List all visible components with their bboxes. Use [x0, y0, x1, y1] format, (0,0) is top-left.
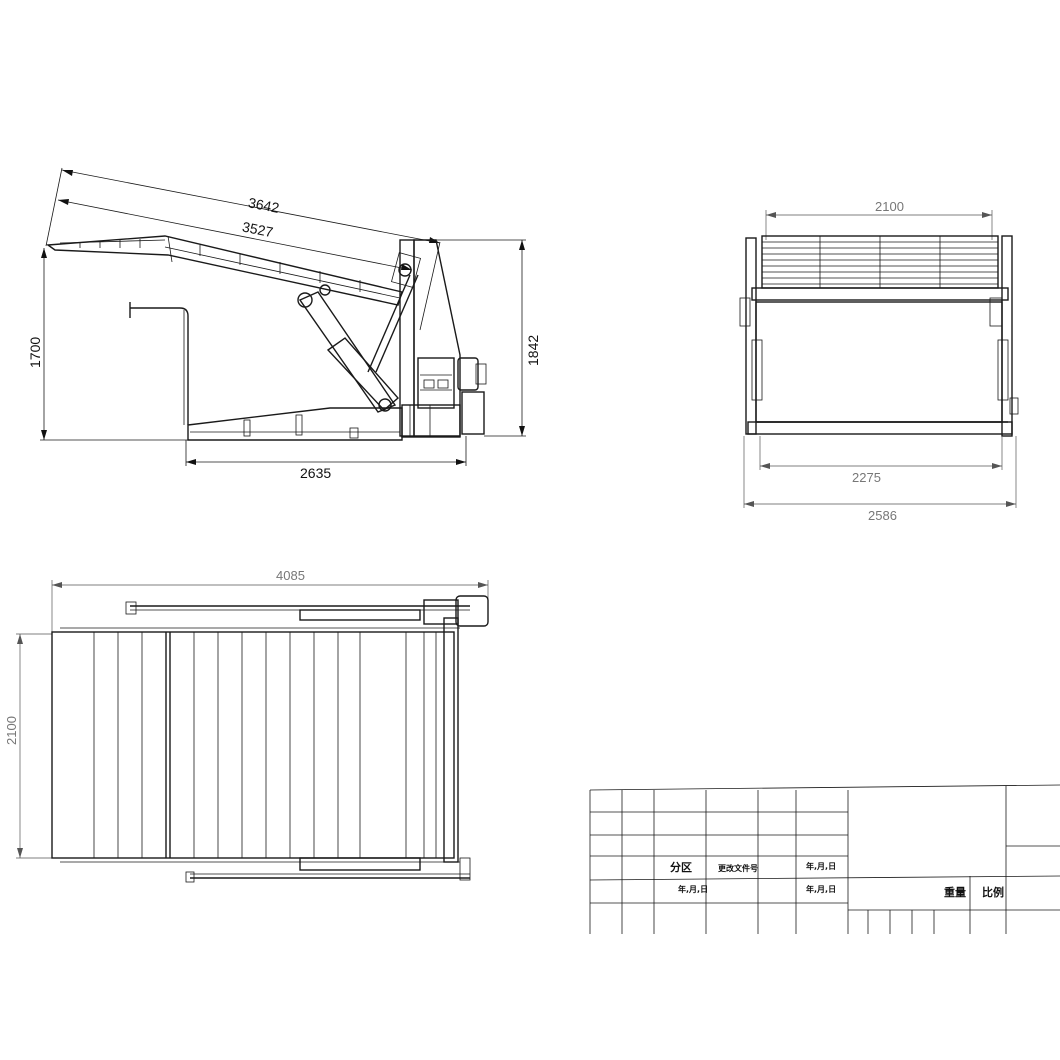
tb-date-left: 年,月,日 [678, 884, 708, 894]
dim-3642: 3642 [247, 194, 281, 216]
dim-2100-end: 2100 [875, 199, 904, 214]
belt-cleats [79, 239, 361, 292]
title-block: 分区 更改文件号 年,月,日 年,月,日 年,月,日 重量 比例 [589, 784, 1060, 934]
plan-view: 4085 2100 [4, 568, 489, 883]
dim-2586: 2586 [868, 508, 897, 523]
dim-3527: 3527 [241, 218, 275, 240]
tb-change-doc: 更改文件号 [718, 863, 758, 873]
dim-4085: 4085 [276, 568, 305, 583]
tb-weight: 重量 [944, 885, 966, 899]
end-view: 2100 [739, 199, 1019, 523]
dim-1842: 1842 [525, 335, 541, 366]
side-view: 3642 3527 [27, 167, 541, 481]
dim-1700: 1700 [27, 337, 43, 368]
tb-scale: 比例 [982, 885, 1004, 899]
tb-date-mid: 年,月,日 [806, 884, 836, 894]
end-belt-slats [762, 236, 998, 288]
plan-belt-slats [93, 632, 437, 858]
tb-zone: 分区 [670, 860, 692, 874]
tb-date-top: 年,月,日 [806, 861, 836, 871]
dim-2275: 2275 [852, 470, 881, 485]
dim-2100-plan: 2100 [4, 716, 19, 745]
dim-2635: 2635 [300, 465, 331, 481]
